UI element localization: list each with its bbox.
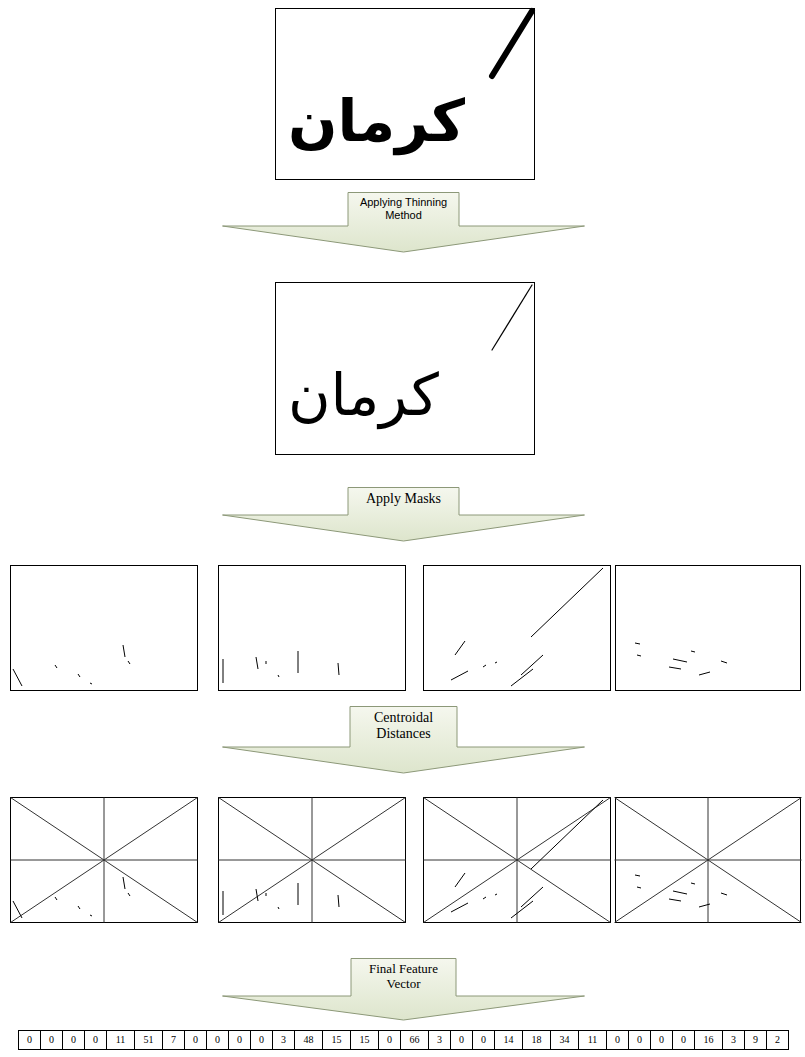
- arrow-text: Centroidal Distances: [374, 710, 433, 741]
- vector-cell: 14: [494, 1030, 523, 1050]
- block-arrow: Apply Masks: [222, 487, 585, 541]
- vector-cell: 34: [550, 1030, 579, 1050]
- vector-cell: 16: [694, 1030, 723, 1050]
- vector-cell: 15: [322, 1030, 351, 1050]
- mask-box: [616, 566, 801, 691]
- vector-cell: 11: [106, 1030, 135, 1050]
- region-box: [616, 798, 801, 923]
- image-box: کرمان: [275, 282, 535, 455]
- vector-cell: 2: [766, 1030, 789, 1050]
- vector-cell: 0: [250, 1030, 273, 1050]
- mask-box: [11, 566, 198, 691]
- vector-cell: 0: [84, 1030, 107, 1050]
- arrow-label: Centroidal Distances: [350, 706, 458, 744]
- vector-cell: 3: [272, 1030, 295, 1050]
- vector-cell: 0: [62, 1030, 85, 1050]
- block-arrow: Final Feature Vector: [222, 958, 585, 1020]
- block-arrow: Centroidal Distances: [222, 706, 585, 773]
- mask-strokes: [635, 875, 727, 907]
- vector-cell: 0: [378, 1030, 401, 1050]
- region-lines: [424, 798, 611, 923]
- arrow-label: Final Feature Vector: [351, 958, 457, 994]
- vector-cell: 48: [294, 1030, 323, 1050]
- vector-cell: 9: [744, 1030, 767, 1050]
- vector-cell: 0: [628, 1030, 651, 1050]
- region-box: [424, 798, 611, 923]
- arrow-outline: [223, 488, 585, 542]
- vector-cell: 18: [522, 1030, 551, 1050]
- mask-strokes: [13, 877, 130, 918]
- region-lines: [11, 798, 198, 923]
- vector-cell: 11: [578, 1030, 607, 1050]
- arrow-label: Apply Masks: [348, 487, 460, 509]
- vector-cell: 0: [18, 1030, 41, 1050]
- vector-cell: 0: [472, 1030, 495, 1050]
- vector-cell: 0: [650, 1030, 673, 1050]
- vector-cell: 51: [134, 1030, 163, 1050]
- region-box: [11, 798, 198, 923]
- mask-strokes: [223, 883, 339, 915]
- arrow-outline: [223, 193, 585, 253]
- vector-cell: 3: [722, 1030, 745, 1050]
- region-lines: [219, 798, 406, 923]
- mask-strokes: [223, 651, 339, 683]
- mask-strokes: [451, 800, 603, 918]
- vector-cell: 15: [350, 1030, 379, 1050]
- mask-row: [11, 566, 801, 691]
- arrow-text: Apply Masks: [366, 491, 441, 506]
- block-arrow: Applying Thinning Method: [222, 192, 585, 252]
- feature-vector: 0000115170000348151506630014183411000016…: [0, 1030, 805, 1052]
- region-lines: [615, 798, 802, 923]
- vector-cell: 0: [606, 1030, 629, 1050]
- centroid-row: [11, 798, 802, 923]
- mask-strokes: [13, 645, 130, 686]
- arrow-text: Final Feature Vector: [369, 961, 438, 991]
- vector-cell: 0: [228, 1030, 251, 1050]
- thinned-stroke: [492, 285, 532, 350]
- vector-cell: 0: [40, 1030, 63, 1050]
- mask-box: [424, 566, 611, 691]
- mask-box: [219, 566, 406, 691]
- vector-cell: 66: [400, 1030, 429, 1050]
- vector-cell: 0: [206, 1030, 229, 1050]
- mask-strokes: [451, 568, 603, 686]
- vector-cell: 0: [672, 1030, 695, 1050]
- vector-cell: 0: [450, 1030, 473, 1050]
- vector-cell: 7: [162, 1030, 185, 1050]
- arrow-outline: [223, 959, 585, 1021]
- mask-strokes: [635, 643, 727, 675]
- arrow-outline: [223, 707, 585, 774]
- handwritten-word: کرمان: [288, 361, 439, 431]
- vector-cell: 3: [428, 1030, 451, 1050]
- handwriting-stroke: [492, 11, 532, 76]
- arrow-label: Applying Thinning Method: [348, 192, 460, 223]
- region-box: [219, 798, 406, 923]
- handwritten-word: کرمان: [288, 87, 465, 157]
- vector-cell: 0: [184, 1030, 207, 1050]
- arrow-text: Applying Thinning Method: [360, 196, 447, 221]
- image-box: کرمان: [275, 8, 535, 180]
